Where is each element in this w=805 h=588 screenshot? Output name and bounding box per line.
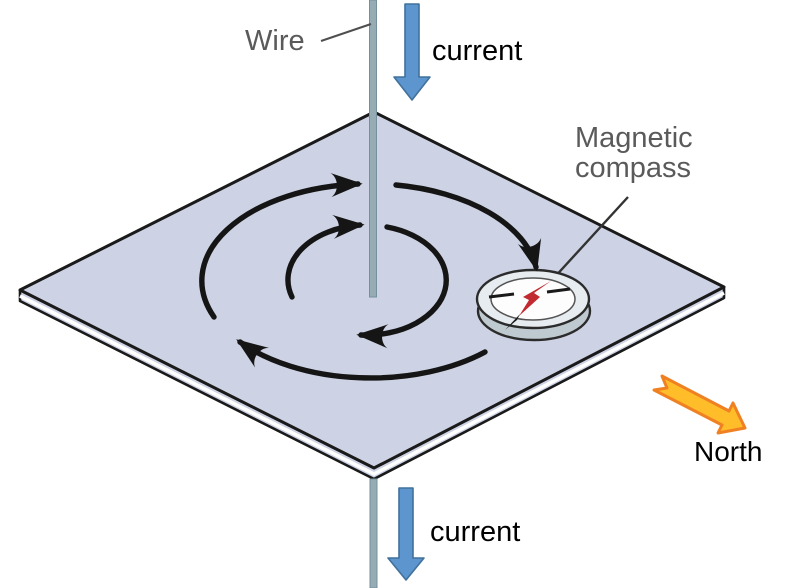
magnetic-compass-label: Magnetic compass <box>575 123 693 183</box>
field-arc-inner-left <box>285 214 365 300</box>
compass-west-mark <box>488 292 515 299</box>
field-arc-outer-left <box>199 173 363 320</box>
field-arc-outer-right <box>393 182 542 272</box>
wire-bottom-segment <box>369 478 378 588</box>
current-arrow-top <box>393 3 431 101</box>
field-arc-inner-right <box>356 224 449 349</box>
magnetic-compass <box>475 268 592 342</box>
north-arrow <box>652 374 747 435</box>
current-label-top: current <box>432 35 523 67</box>
compass-needle-tail <box>505 314 520 330</box>
compass-east-mark <box>546 287 571 294</box>
current-arrow-bottom <box>387 487 425 581</box>
wire-label: Wire <box>245 25 305 57</box>
north-label: North <box>694 436 763 467</box>
magnetic-compass-label-line1: Magnetic <box>575 122 693 154</box>
wire-leader-line <box>320 23 372 42</box>
field-arc-outer-bottom <box>236 339 488 381</box>
magnetic-compass-label-line2: compass <box>575 152 692 184</box>
magnetic-field-lines <box>199 173 542 381</box>
current-label-bottom: current <box>430 516 521 548</box>
compass-needle <box>519 281 551 316</box>
platform-edge-highlight <box>19 291 725 477</box>
compass-leader-line <box>551 196 629 281</box>
wire-top-segment <box>369 0 377 298</box>
